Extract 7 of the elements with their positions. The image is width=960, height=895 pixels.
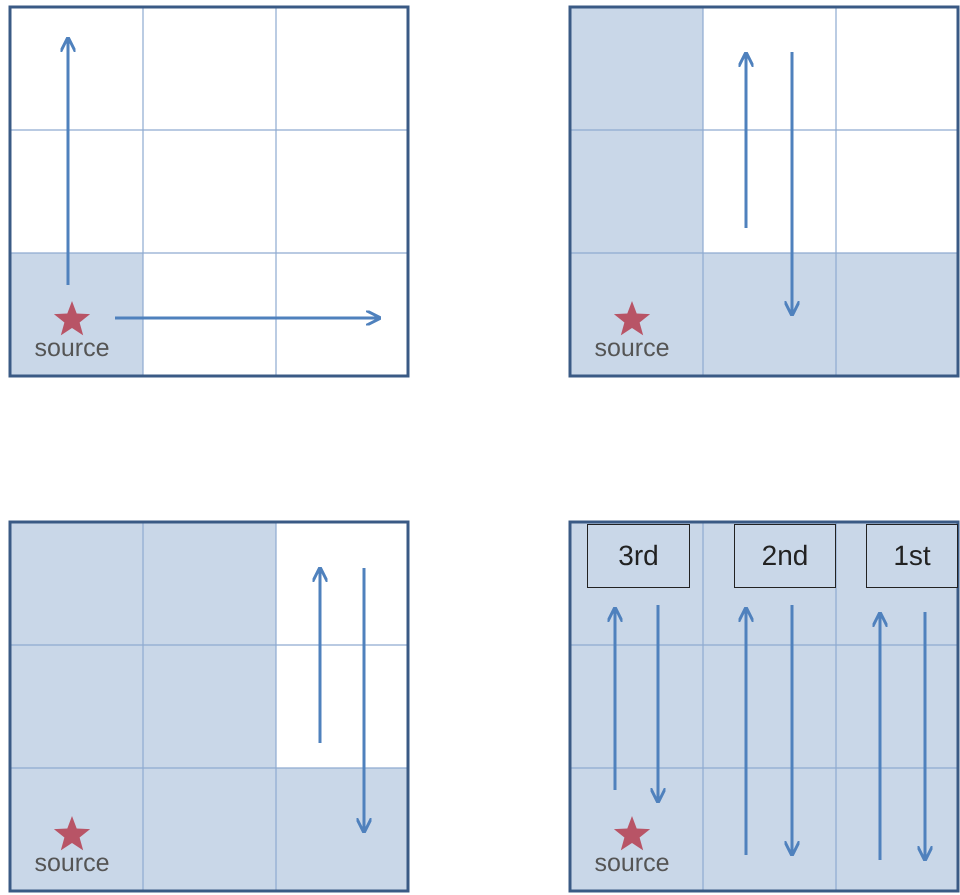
source-label: source — [34, 849, 110, 877]
rank-box: 3rd — [587, 524, 690, 588]
rank-box: 2nd — [734, 524, 836, 588]
source-label: source — [594, 849, 670, 877]
source-label: source — [594, 334, 670, 362]
source-label: source — [34, 334, 110, 362]
rank-box: 1st — [866, 524, 958, 588]
